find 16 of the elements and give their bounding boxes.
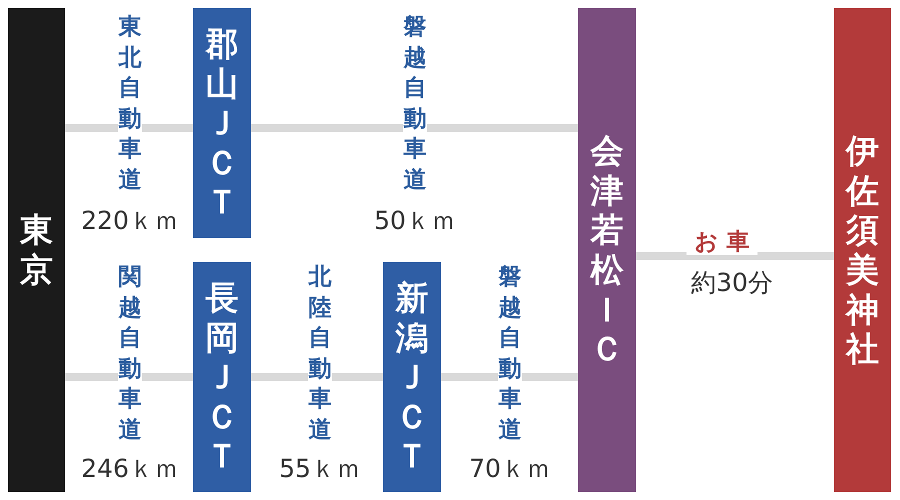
junction-bar: 長岡ＪＣＴ (193, 262, 251, 492)
edge-label: お車 (686, 230, 758, 256)
distance-label: 70ｋｍ (469, 453, 551, 485)
start-bar: 東京 (8, 8, 65, 492)
distance-label: 50ｋｍ (374, 205, 456, 237)
time-label: 約30分 (691, 267, 773, 299)
road-line (251, 373, 383, 381)
road-line (251, 124, 578, 132)
distance-label: 246ｋｍ (81, 453, 179, 485)
junction-bar: 郡山ＪＣＴ (193, 8, 251, 238)
junction-bar: 新潟ＪＣＴ (383, 262, 441, 492)
distance-label: 220ｋｍ (81, 205, 179, 237)
destination-bar: 伊佐須美神社 (834, 8, 891, 492)
interchange-bar: 会津若松ＩＣ (578, 8, 636, 492)
distance-label: 55ｋｍ (279, 453, 361, 485)
road-line (636, 252, 834, 260)
